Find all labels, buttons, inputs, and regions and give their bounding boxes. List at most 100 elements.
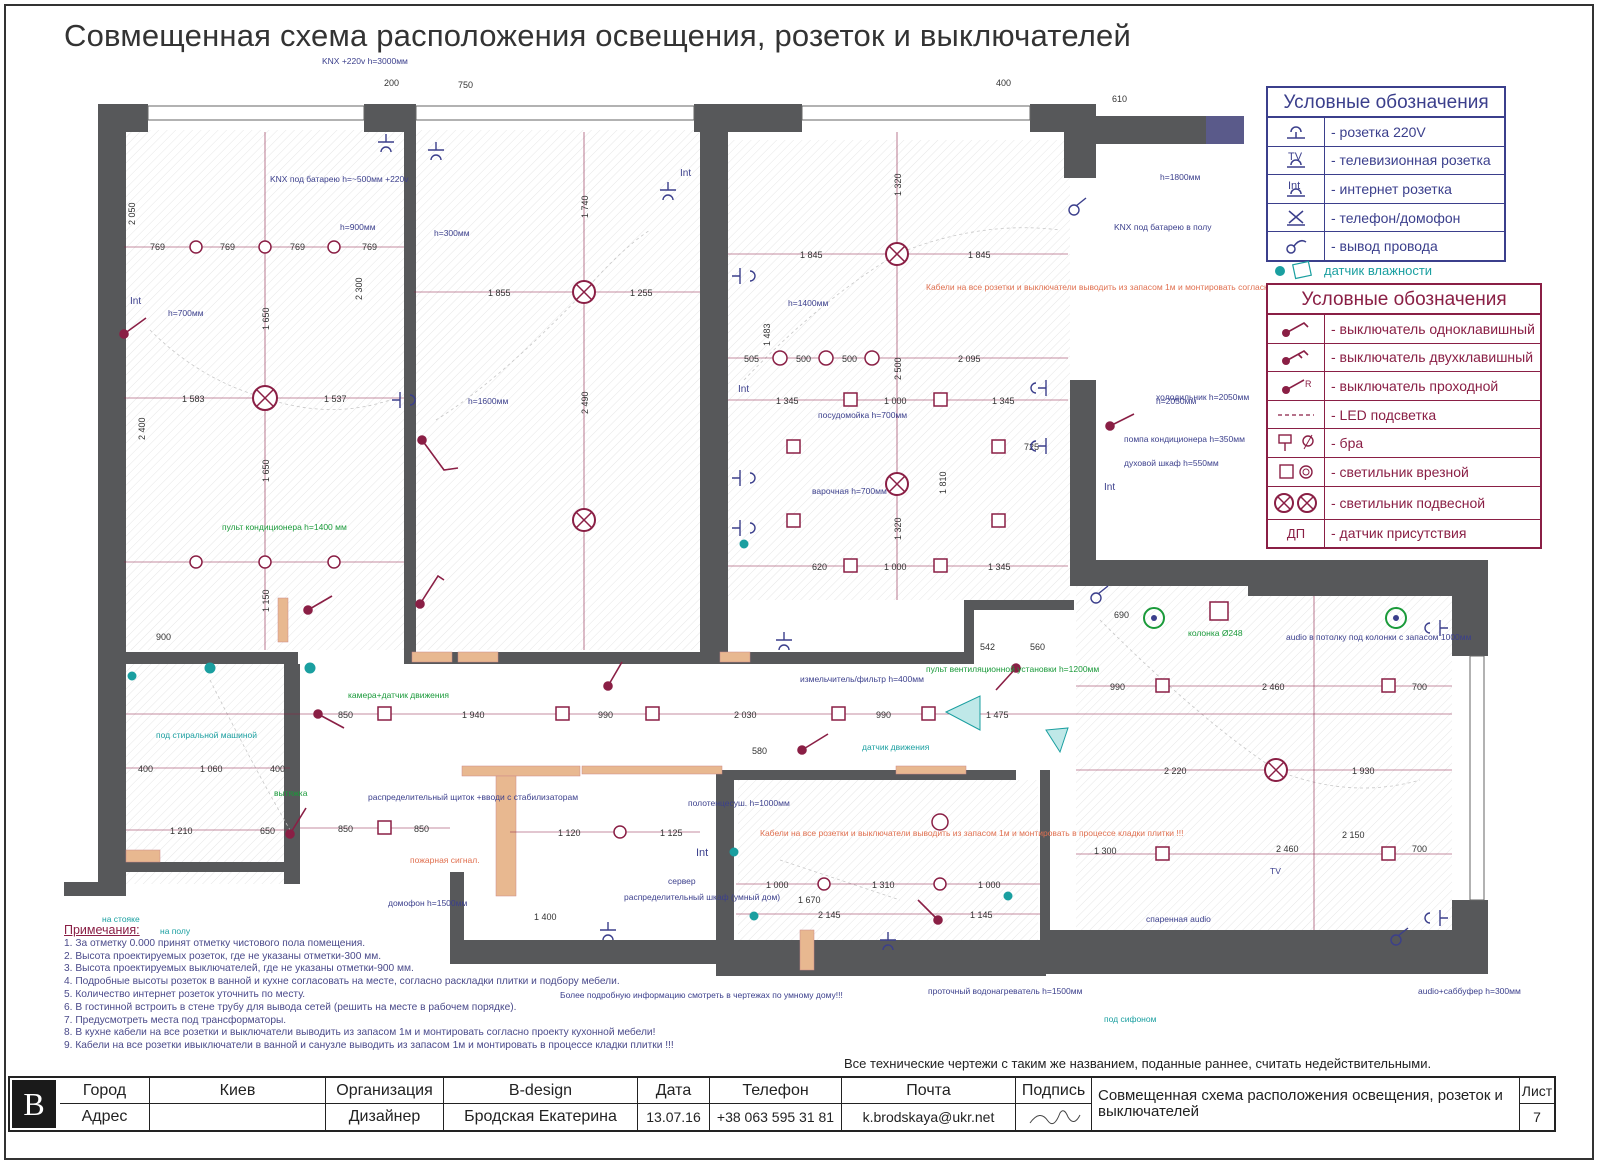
designer-value: Бродская Екатерина: [444, 1104, 638, 1130]
dim-label: 1 940: [462, 710, 485, 720]
plan-label: h=1400мм: [788, 298, 828, 308]
speaker-center-icon: [1393, 615, 1399, 621]
sheet-number: 7: [1533, 1109, 1541, 1125]
recessed-light-icon: [377, 706, 392, 721]
dim-label: 2 460: [1262, 682, 1285, 692]
walls: [64, 104, 1488, 976]
dim-label: 1 145: [970, 910, 993, 920]
legend-row: - телефон/домофон: [1268, 203, 1504, 233]
ceiling-lights: [189, 240, 949, 891]
dim-label: 2 145: [818, 910, 841, 920]
sheet-title-text: Совмещенная схема расположения освещения…: [1098, 1087, 1503, 1120]
humidity-legend-label: датчик влажности: [1324, 262, 1433, 278]
note-item: 5. Количество интернет розеток уточнить …: [64, 988, 306, 1000]
plan-label: на стояке: [102, 914, 140, 924]
recessed-light-icon: [786, 439, 801, 454]
switch-icon: [415, 574, 445, 609]
dim-label: 1 475: [986, 710, 1009, 720]
pendant-lights: [252, 242, 1288, 782]
plan-label: на полу: [160, 926, 191, 936]
sensors: [127, 539, 1069, 921]
dim-label: 1 345: [988, 562, 1011, 572]
email-label: Почта: [842, 1078, 1016, 1104]
plan-label: пожарная сигнал.: [410, 855, 480, 865]
legend-row: - вывод провода: [1268, 232, 1504, 260]
dim-label: 769: [220, 242, 235, 252]
pendant-light-icon: [885, 242, 909, 266]
ceiling-light-icon: [817, 877, 831, 891]
plan-label: h=1800мм: [1160, 172, 1200, 182]
partitions: [125, 597, 967, 971]
plan-label: h=2050мм: [1156, 396, 1196, 406]
dim-label: 2 050: [127, 202, 137, 225]
switches: [119, 317, 1135, 925]
recessed-light-icon: [991, 439, 1006, 454]
phone-value: +38 063 595 31 81: [710, 1104, 842, 1130]
dim-label: 850: [338, 824, 353, 834]
dim-label: 620: [812, 562, 827, 572]
plan-label: KNX +220v h=3000мм: [322, 56, 408, 66]
internet-socket-icon: Int: [680, 168, 691, 179]
socket-icon: [600, 922, 616, 941]
recessed-light-icon: [786, 513, 801, 528]
humidity-sensor-icon: [739, 539, 749, 549]
switch-double-icon: [1268, 343, 1325, 372]
socket-icon: [660, 182, 676, 201]
socket-icon: [428, 142, 444, 161]
signature-field: [1016, 1104, 1092, 1130]
designer-label: Дизайнер: [326, 1104, 444, 1130]
socket-icon: [880, 932, 896, 951]
plan-label: измельчитель/фильтр h=400мм: [800, 674, 924, 684]
speaker-center-icon: [1151, 615, 1157, 621]
dim-label: 990: [1110, 682, 1125, 692]
plan-label: домофон h=1500мм: [388, 898, 467, 908]
plan-label: распределительный шкаф (умный дом): [624, 892, 780, 902]
plan-label: KNX под батарею в полу: [1114, 222, 1212, 232]
socket-icon: [732, 520, 756, 536]
wire-outlet-icon: [1390, 927, 1409, 946]
signature-scribble-icon: [1029, 1110, 1080, 1125]
plan-label: h=300мм: [434, 228, 470, 238]
note-item: 4. Подробные высоты розеток в ванной и к…: [64, 976, 620, 988]
ceiling-light-icon: [933, 877, 947, 891]
recessed-light-icon: [831, 706, 846, 721]
date-value: 13.07.16: [638, 1104, 710, 1130]
legend-label: - LED подсветка: [1331, 406, 1437, 423]
recessed-light-icon: [1209, 601, 1229, 621]
ceiling-light-icon: [327, 555, 341, 569]
tv-socket-icon: TV: [1268, 146, 1325, 175]
dim-label: 1 400: [534, 912, 557, 922]
ceiling-light-icon: [258, 240, 272, 254]
speakers: [1143, 607, 1407, 629]
plan-label: пульт вентиляционной установки h=1200мм: [926, 664, 1099, 674]
legend-label: - датчик присутствия: [1331, 525, 1467, 542]
dim-label: 1 000: [766, 880, 789, 890]
socket-icon: [1030, 438, 1047, 454]
plan-label: h=700мм: [168, 308, 204, 318]
socket-icon: [392, 392, 416, 408]
dim-label: 700: [1412, 682, 1427, 692]
plan-label: h=1600мм: [468, 396, 508, 406]
dim-label: 1 125: [660, 828, 683, 838]
dim-label: 1 670: [798, 895, 821, 905]
plan-label: спаренная audio: [1146, 914, 1211, 924]
plan-label: пульт кондиционера h=1400 мм: [222, 522, 347, 532]
legend-row: - бра: [1268, 429, 1540, 458]
legend-lighting: Условные обозначения - выключатель однок…: [1266, 283, 1542, 550]
plan-label: вытяжка: [274, 788, 308, 798]
dimension-labels: 769 769 769 769 1 583 1 537 1 855 1 255 …: [127, 78, 1427, 922]
switch-pass-icon: R: [1268, 372, 1325, 400]
socket-icon: [1424, 620, 1448, 636]
recessed-light-icon: [991, 513, 1006, 528]
plan-labels: KNX под батарею h=~500мм +220v KNX +220v…: [102, 56, 1521, 1024]
legend-sockets: Условные обозначения - розетка 220V TV -…: [1266, 86, 1506, 262]
dim-label: 1 060: [200, 764, 223, 774]
legend-label: - выключатель одноклавишный: [1331, 320, 1535, 337]
sconce-icon: [1268, 429, 1325, 457]
legend-heading: Условные обозначения: [1268, 285, 1540, 315]
org-value: B-design: [444, 1078, 638, 1104]
humidity-legend: датчик влажности: [1272, 260, 1432, 280]
plan-label: audio+саббуфер h=300мм: [1418, 986, 1521, 996]
company-logo: B: [12, 1080, 56, 1128]
